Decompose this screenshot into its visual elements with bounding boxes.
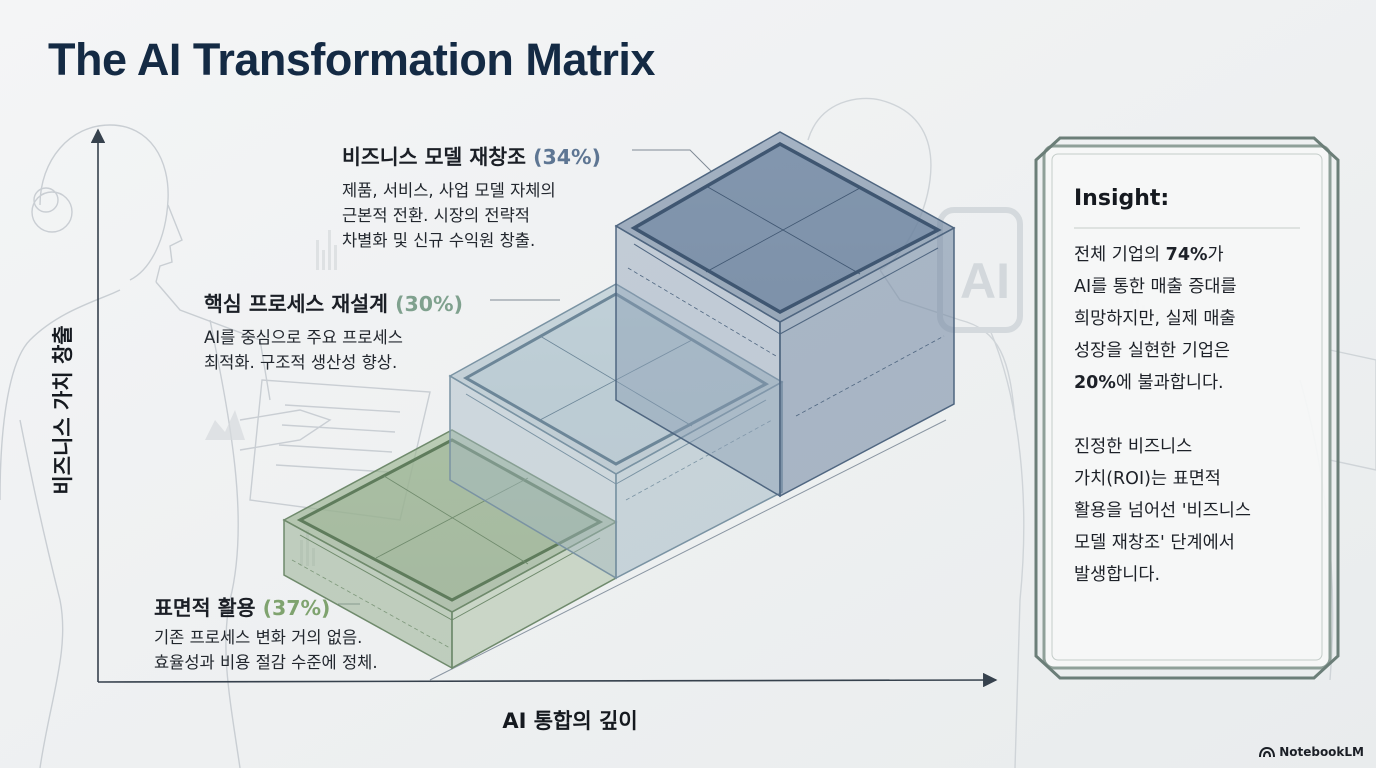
level-description-line: 최적화. 구조적 생산성 향상. bbox=[204, 353, 398, 372]
insight-highlight: 20% bbox=[1074, 373, 1116, 393]
brand-watermark: NotebookLM bbox=[1259, 745, 1364, 759]
insight-line: AI를 통한 매출 증대를 bbox=[1074, 277, 1237, 297]
level-description: 제품, 서비스, 사업 모델 자체의 근본적 전환. 시장의 전략적 차별화 및… bbox=[342, 178, 601, 253]
page-title: The AI Transformation Matrix bbox=[48, 34, 655, 85]
insight-text: 가 bbox=[1207, 245, 1224, 265]
level-percent: (34%) bbox=[533, 145, 601, 169]
insight-panel: Insight: 전체 기업의 74%가 AI를 통한 매출 증대를 희망하지만… bbox=[1074, 186, 1314, 591]
level-percent: (30%) bbox=[395, 292, 463, 316]
insight-line: 성장을 실현한 기업은 bbox=[1074, 341, 1231, 361]
insight-line: 전체 기업의 74%가 bbox=[1074, 239, 1314, 271]
y-axis-label: 비즈니스 가치 창출 bbox=[51, 325, 75, 495]
box-surface-use bbox=[282, 429, 618, 670]
insight-line: 20%에 불과합니다. bbox=[1074, 367, 1314, 399]
level-description-line: 기존 프로세스 변화 거의 없음. bbox=[154, 628, 363, 647]
level-percent: (37%) bbox=[262, 596, 331, 620]
x-axis-label: AI 통합의 깊이 bbox=[502, 709, 638, 733]
insight-title: Insight: bbox=[1074, 186, 1170, 211]
insight-line: 활용을 넘어선 '비즈니스 bbox=[1074, 501, 1251, 521]
level-business-model: 비즈니스 모델 재창조 (34%) 제품, 서비스, 사업 모델 자체의 근본적… bbox=[342, 140, 601, 253]
level-heading: 표면적 활용 (37%) bbox=[154, 591, 378, 621]
insight-line: 희망하지만, 실제 매출 bbox=[1074, 309, 1236, 329]
level-description-line: 근본적 전환. 시장의 전략적 bbox=[342, 206, 530, 225]
level-name: 비즈니스 모델 재창조 bbox=[342, 145, 527, 169]
level-description: AI를 중심으로 주요 프로세스 최적화. 구조적 생산성 향상. bbox=[204, 325, 463, 375]
insight-line: 진정한 비즈니스 bbox=[1074, 437, 1193, 457]
notebooklm-logo-icon bbox=[1259, 746, 1276, 758]
level-name: 표면적 활용 bbox=[154, 596, 256, 620]
insight-text: 에 불과합니다. bbox=[1115, 373, 1224, 393]
insight-paragraph-1: 전체 기업의 74%가 AI를 통한 매출 증대를 희망하지만, 실제 매출 성… bbox=[1074, 239, 1314, 399]
level-description: 기존 프로세스 변화 거의 없음. 효율성과 비용 절감 수준에 정체. bbox=[154, 625, 378, 675]
insight-panel-frame bbox=[1034, 136, 1340, 680]
insight-text: 전체 기업의 bbox=[1074, 245, 1166, 265]
level-surface-use: 표면적 활용 (37%) 기존 프로세스 변화 거의 없음. 효율성과 비용 절… bbox=[154, 591, 378, 675]
woman-sketch-left bbox=[0, 124, 431, 768]
insight-line: 가치(ROI)는 표면적 bbox=[1074, 469, 1221, 489]
level-description-line: 차별화 및 신규 수익원 창출. bbox=[342, 231, 536, 250]
insight-line: 모델 재창조' 단계에서 bbox=[1074, 533, 1235, 553]
level-name: 핵심 프로세스 재설계 bbox=[204, 292, 389, 316]
ai-sign-text: AI bbox=[960, 253, 1010, 309]
level-core-redesign: 핵심 프로세스 재설계 (30%) AI를 중심으로 주요 프로세스 최적화. … bbox=[204, 287, 463, 375]
level-heading: 핵심 프로세스 재설계 (30%) bbox=[204, 287, 463, 317]
level-description-line: 효율성과 비용 절감 수준에 정체. bbox=[154, 653, 378, 672]
level-heading: 비즈니스 모델 재창조 (34%) bbox=[342, 140, 601, 170]
level-description-line: 제품, 서비스, 사업 모델 자체의 bbox=[342, 181, 556, 200]
insight-highlight: 74% bbox=[1165, 245, 1208, 265]
brand-name: NotebookLM bbox=[1279, 745, 1364, 759]
insight-paragraph-2: 진정한 비즈니스 가치(ROI)는 표면적 활용을 넘어선 '비즈니스 모델 재… bbox=[1074, 431, 1314, 591]
level-description-line: AI를 중심으로 주요 프로세스 bbox=[204, 328, 403, 347]
insight-line: 발생합니다. bbox=[1074, 565, 1161, 585]
box-business-model bbox=[614, 131, 956, 498]
x-axis bbox=[97, 672, 998, 688]
